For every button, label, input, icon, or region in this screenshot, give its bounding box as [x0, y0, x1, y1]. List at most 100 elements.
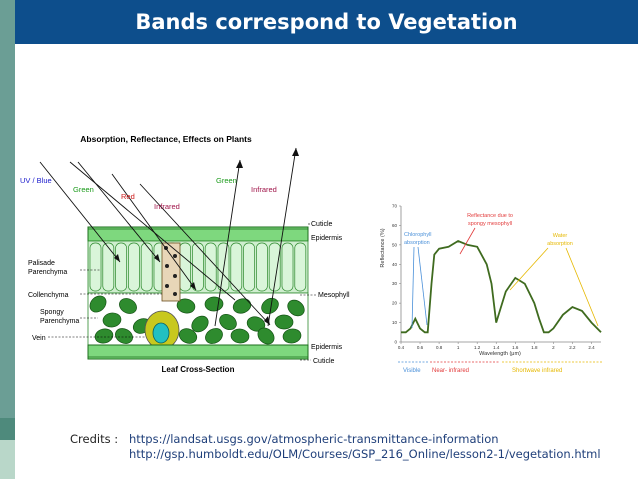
collenchyma-dot — [165, 264, 169, 268]
spongy-cell — [257, 327, 275, 345]
spongy-cell — [287, 299, 305, 317]
label-palisade-1: Palisade — [28, 260, 55, 267]
spongy-cell — [178, 328, 198, 344]
annotation-spongy-1: Reflectance due to — [467, 213, 513, 219]
palisade-cell — [204, 242, 217, 292]
spongy-cell — [176, 298, 196, 314]
region-visible: Visible — [403, 368, 421, 374]
ray-arrowheads — [114, 148, 299, 325]
annotation-water-1: Water — [553, 233, 568, 239]
x-tick-label: 1 — [457, 345, 460, 350]
y-tick-label: 50 — [392, 242, 398, 247]
credits-label: Credits : — [70, 432, 119, 446]
band-green-right: Green — [216, 176, 237, 185]
slide-title: Bands correspond to Vegetation — [135, 10, 518, 34]
palisade-cell — [268, 242, 281, 292]
left-accent-bar-dark — [0, 418, 15, 440]
incoming-rays — [39, 147, 297, 327]
palisade-cell — [256, 242, 268, 292]
reflectance-curve — [401, 239, 602, 334]
spongy-cell — [232, 298, 252, 314]
spongy-cells — [89, 295, 305, 345]
spongy-cell — [219, 313, 237, 331]
y-tick-label: 20 — [392, 301, 398, 306]
collenchyma-dot — [173, 254, 177, 258]
annotation-pointers — [411, 227, 599, 329]
palisade-cell — [243, 242, 255, 292]
spongy-cell — [261, 297, 279, 315]
credits-link-2[interactable]: http://gsp.humboldt.edu/OLM/Courses/GSP_… — [129, 447, 601, 461]
x-tick-label: 2.2 — [569, 345, 576, 350]
band-green-left: Green — [73, 185, 94, 194]
palisade-cell — [179, 242, 191, 292]
spongy-cell — [191, 315, 209, 333]
label-vein: Vein — [32, 335, 46, 342]
region-shortwave-infrared: Shortwave infrared — [512, 368, 562, 374]
y-tick-label: 30 — [392, 281, 398, 286]
spongy-cell — [102, 312, 122, 328]
x-tick-label: 0.6 — [417, 345, 424, 350]
palisade-cell — [294, 242, 307, 292]
spongy-cell — [282, 328, 302, 344]
left-accent-bar-light — [0, 440, 15, 479]
collenchyma-dot — [165, 284, 169, 288]
label-spongy-1: Spongy — [40, 309, 64, 316]
palisade-cell — [128, 242, 140, 292]
chart-x-label: Wavelength (μm) — [479, 351, 521, 357]
credits-link-1[interactable]: https://landsat.usgs.gov/atmospheric-tra… — [129, 432, 499, 446]
spongy-cell — [94, 328, 114, 344]
palisade-cell — [115, 242, 127, 292]
x-tick-label: 1.2 — [474, 345, 481, 350]
palisade-cell — [281, 242, 294, 292]
spongy-cell — [119, 298, 137, 314]
palisade-cell — [89, 242, 102, 292]
collenchyma-dot — [173, 274, 177, 278]
palisade-cell — [102, 242, 115, 292]
label-epidermis-top: Epidermis — [311, 235, 343, 242]
spongy-cell — [89, 295, 107, 313]
label-cuticle-bottom: Cuticle — [313, 358, 335, 365]
palisade-cell — [230, 242, 243, 292]
leaf-diagram-title: Absorption, Reflectance, Effects on Plan… — [80, 134, 252, 144]
y-tick-label: 70 — [392, 204, 398, 209]
region-near-infrared: Near- infrared — [432, 368, 469, 374]
label-collenchyma: Collenchyma — [28, 292, 69, 299]
x-tick-label: 1.8 — [531, 345, 538, 350]
left-accent-bar — [0, 0, 15, 418]
x-tick-label: 2.4 — [588, 345, 595, 350]
label-leaders — [48, 223, 316, 361]
palisade-cell — [140, 242, 153, 292]
label-spongy-2: Parenchyma — [40, 318, 79, 325]
spongy-cell — [205, 328, 223, 344]
chart-y-label: Reflectance (%) — [380, 228, 386, 267]
chart-plot-area — [401, 206, 601, 342]
x-tick-label: 1.6 — [512, 345, 519, 350]
label-epidermis-bottom: Epidermis — [311, 344, 343, 351]
label-palisade-2: Parenchyma — [28, 269, 67, 276]
x-tick-label: 1.4 — [493, 345, 500, 350]
spongy-cell — [274, 314, 294, 330]
vein-core — [152, 322, 170, 344]
spongy-cell — [115, 328, 133, 344]
spongy-cell — [230, 328, 250, 344]
x-tick-label: 2 — [552, 345, 555, 350]
y-tick-label: 40 — [392, 262, 398, 267]
lower-epidermis — [87, 344, 309, 360]
palisade-layer — [87, 240, 309, 294]
y-tick-label: 10 — [392, 320, 398, 325]
x-tick-label: 0.8 — [436, 345, 443, 350]
band-uv-blue: UV / Blue — [20, 176, 52, 185]
y-tick-label: 60 — [392, 223, 398, 228]
title-bar — [15, 0, 638, 44]
label-mesophyll: Mesophyll — [318, 292, 350, 299]
annotation-chlorophyll-2: absorption — [404, 240, 430, 246]
spongy-cell — [246, 316, 266, 332]
leaf-diagram: Absorption, Reflectance, Effects on Plan… — [20, 134, 350, 374]
band-infrared-right: Infrared — [251, 185, 277, 194]
annotation-spongy-2: spongy mesophyll — [468, 221, 512, 227]
collenchyma-dot — [173, 292, 177, 296]
y-tick-label: 0 — [394, 340, 397, 345]
band-red: Red — [121, 192, 135, 201]
